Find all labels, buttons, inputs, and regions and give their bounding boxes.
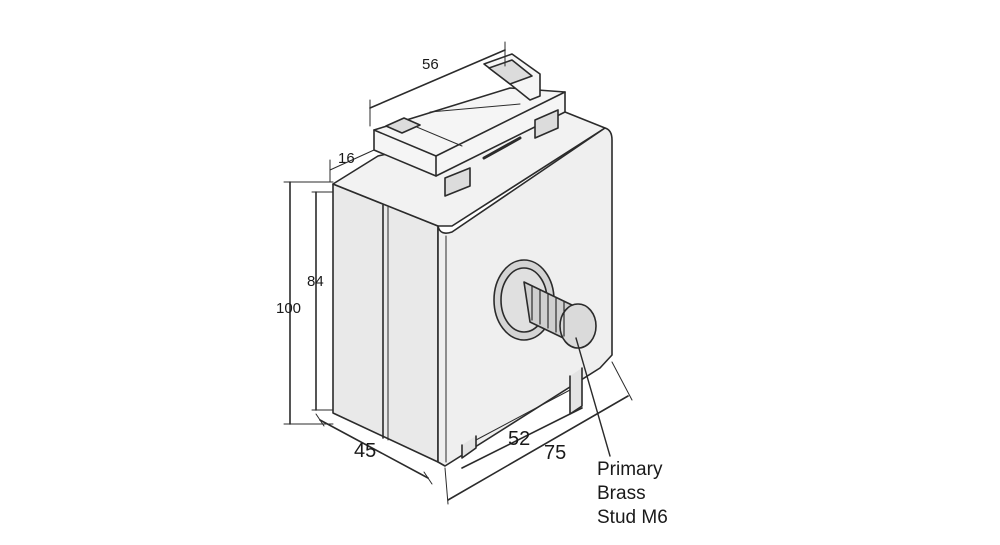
housing-base-foot [461,435,477,459]
callout-line-1: Primary [597,459,663,480]
housing-side-face [332,183,439,463]
stud-callout: Primary Brass Stud M6 [597,458,668,530]
dim-label-45: 45 [354,440,377,462]
dim-label-52: 52 [508,428,531,450]
dim-line-52 [461,407,583,469]
terminal-slot-front [444,167,471,197]
terminal-slot-left [385,117,421,134]
dim-line-56 [369,49,506,109]
dim-label-56: 56 [422,56,439,73]
dim-label-84: 84 [307,273,324,290]
dim-label-100: 100 [276,300,302,317]
dim-label-75: 75 [544,442,567,464]
callout-line-3: Stud M6 [597,507,668,528]
dim-line-16 [329,149,375,171]
dim-line-45 [319,419,429,479]
callout-line-2: Brass [597,483,646,504]
dim-label-16: 16 [338,150,355,167]
callout-leader [575,337,611,457]
